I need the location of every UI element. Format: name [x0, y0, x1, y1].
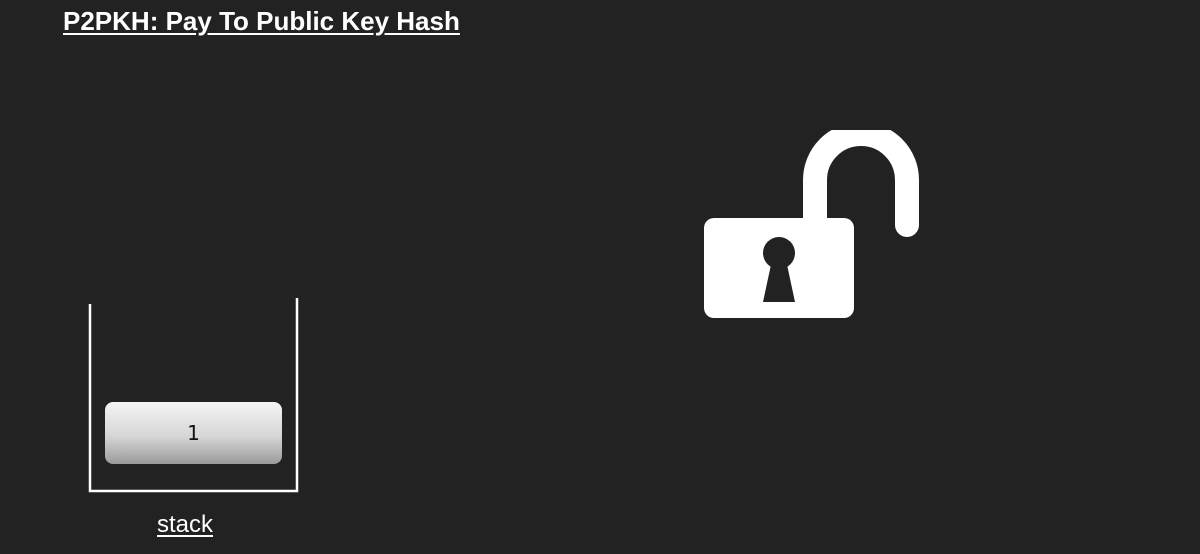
- stack-container: [88, 298, 299, 493]
- stack-item: 1: [105, 402, 282, 464]
- unlocked-padlock-icon: [704, 130, 919, 318]
- stack-item-value: 1: [187, 421, 200, 445]
- page-title: P2PKH: Pay To Public Key Hash: [63, 6, 460, 36]
- stack-label: stack: [157, 511, 214, 538]
